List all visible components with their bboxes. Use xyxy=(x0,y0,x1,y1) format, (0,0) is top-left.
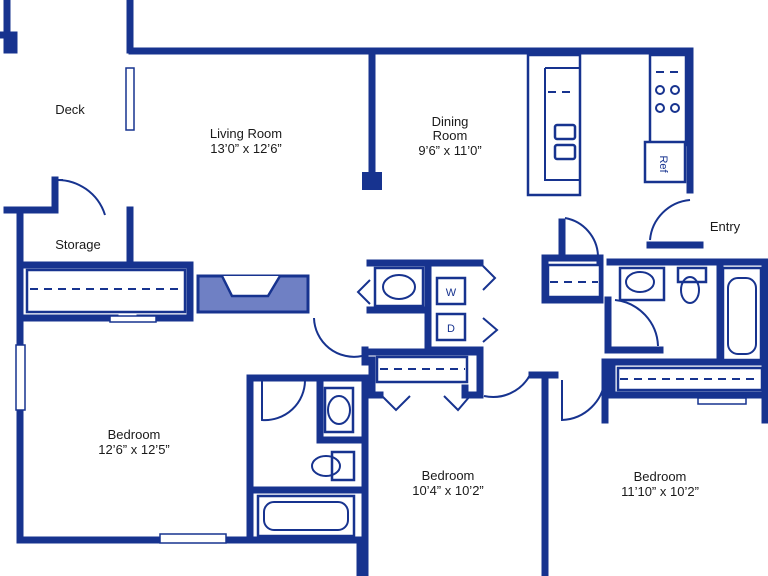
living-room-label: Living Room xyxy=(210,126,282,141)
entry-label: Entry xyxy=(710,219,741,234)
fridge-label: Ref xyxy=(657,155,669,173)
bedroom-1-dims: 12’6” x 12’5” xyxy=(98,442,170,457)
bedroom-2-label: Bedroom xyxy=(422,468,475,483)
windows xyxy=(15,67,747,544)
laundry: W D xyxy=(435,265,499,343)
storage-label: Storage xyxy=(55,237,101,252)
closets xyxy=(25,263,764,392)
bathrooms xyxy=(256,266,763,538)
bedroom-3-label: Bedroom xyxy=(634,469,687,484)
washer xyxy=(435,276,467,306)
column xyxy=(362,172,382,190)
doors xyxy=(54,178,691,422)
dining-room-label-2: Room xyxy=(433,128,468,143)
washer-label: W xyxy=(446,287,457,299)
bedroom-3-dims: 11’10” x 10’2” xyxy=(621,484,699,499)
fireplace xyxy=(196,274,310,314)
dryer xyxy=(435,312,467,342)
dryer-label: D xyxy=(447,323,455,335)
dining-room-label: Dining xyxy=(432,114,469,129)
bedroom-1-label: Bedroom xyxy=(108,427,161,442)
room-labels: Deck Storage Living Room 13’0” x 12’6” D… xyxy=(55,102,740,499)
bedroom-2-dims: 10’4” x 10’2” xyxy=(412,483,484,498)
kitchen: Ref xyxy=(526,53,688,197)
living-room-dims: 13’0” x 12’6” xyxy=(210,141,282,156)
deck-label: Deck xyxy=(55,102,85,117)
refrigerator xyxy=(643,140,687,184)
dining-room-dims: 9’6” x 11’0” xyxy=(418,143,481,158)
